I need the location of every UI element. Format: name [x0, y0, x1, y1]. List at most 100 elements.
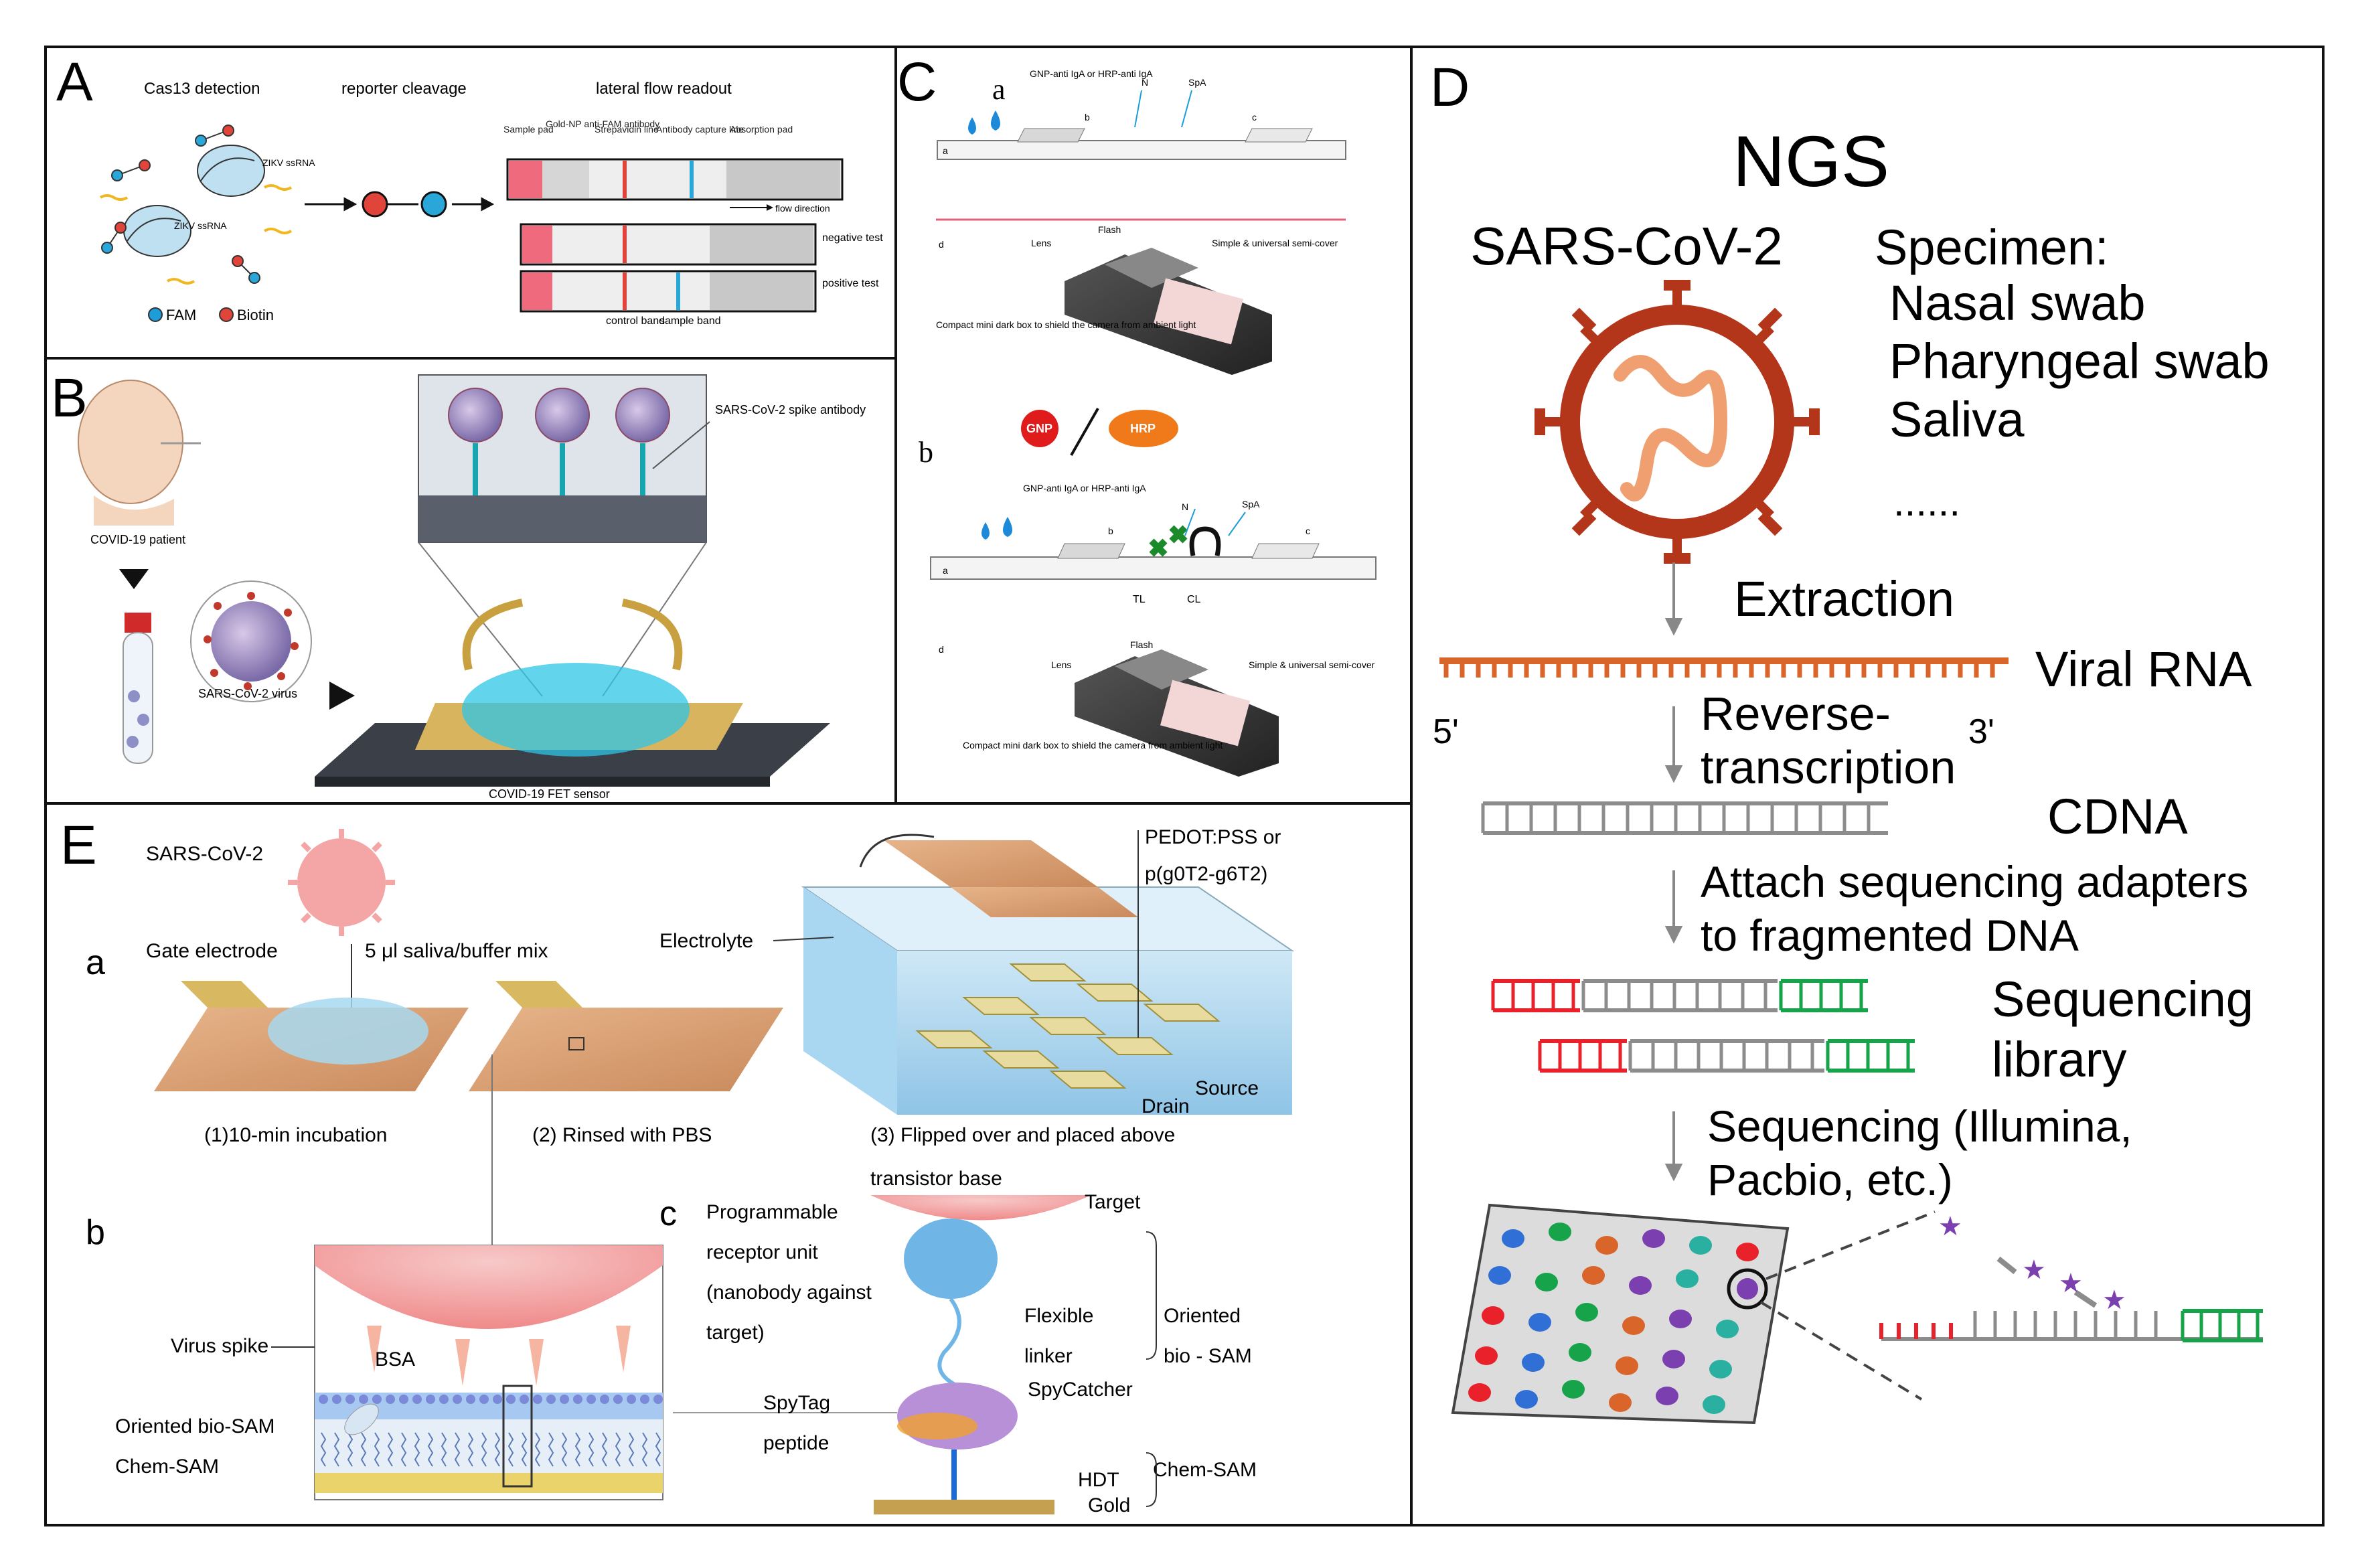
library-fragment-1	[1491, 979, 1868, 1012]
virus-magnified	[190, 580, 312, 702]
patient-head	[78, 380, 201, 526]
gnp-label-top: GNP-anti IgA or HRP-anti IgA	[1030, 68, 1153, 79]
flow-cell-cluster	[1656, 1387, 1678, 1405]
prog-label-4: target)	[706, 1322, 765, 1344]
spytag-label: SpyTag	[763, 1392, 830, 1414]
svg-text:Simple & universal semi-cover: Simple & universal semi-cover	[1249, 659, 1375, 670]
five-prime: 5'	[1433, 712, 1459, 751]
transistor-box	[801, 834, 1295, 1115]
sequencing-label-2: Pacbio, etc.)	[1707, 1155, 1953, 1204]
flow-cell-cluster	[1676, 1269, 1699, 1288]
sars-title: SARS-CoV-2	[1470, 216, 1783, 276]
flexible-label: Flexible	[1024, 1305, 1093, 1327]
attach-label-1: Attach sequencing adapters	[1701, 857, 2248, 907]
chem-sam2-label: Chem-SAM	[1153, 1459, 1257, 1481]
viral-rna-strand	[1439, 657, 2009, 678]
svg-text:Flash: Flash	[1098, 224, 1121, 235]
strip-b: N SpA a b c TL CL	[930, 499, 1377, 605]
virus-spike-label: Virus spike	[171, 1335, 268, 1357]
svg-text:Gold-NP anti-FAM antibody: Gold-NP anti-FAM antibody	[546, 119, 659, 129]
panel-d: D NGS SARS-CoV-2 Specimen: Nasal swab Ph…	[1430, 57, 2270, 1425]
svg-text:Absorption pad: Absorption pad	[730, 124, 793, 135]
step3-label-1: (3) Flipped over and placed above	[870, 1124, 1175, 1146]
flow-cell-cluster	[1609, 1393, 1632, 1412]
bio-sam2-label: bio - SAM	[1164, 1345, 1252, 1367]
svg-text:a: a	[943, 145, 948, 156]
a-header-cas13: Cas13 detection	[144, 80, 260, 98]
flow-cell-cluster	[1515, 1390, 1538, 1409]
flow-cell-cluster	[1622, 1316, 1645, 1335]
svg-text:d: d	[939, 644, 944, 655]
svg-text:★: ★	[2022, 1255, 2046, 1285]
virus-icon	[1535, 280, 1820, 564]
svg-text:a: a	[943, 565, 948, 576]
fet-sensor	[315, 599, 830, 787]
strip-labels: Sample pad Gold-NP anti-FAM antibody Str…	[503, 119, 793, 135]
panel-a: A Cas13 detection reporter cleavage late…	[56, 52, 883, 327]
a-header-lateral: lateral flow readout	[596, 80, 732, 98]
panel-c: C a GNP-anti IgA or HRP-anti IgA N SpA a…	[897, 52, 1377, 777]
svg-text:GNP-anti IgA or HRP-anti IgA: GNP-anti IgA or HRP-anti IgA	[1023, 483, 1146, 493]
nucleotide-stars: ★ ★ ★ ★	[1938, 1212, 2126, 1315]
zikv-label-2: ZIKV ssRNA	[174, 220, 227, 231]
flow-cell-cluster	[1468, 1383, 1491, 1402]
svg-text:b: b	[1108, 526, 1113, 536]
spycatcher-label: SpyCatcher	[1028, 1379, 1133, 1401]
prog-label-2: receptor unit	[706, 1241, 818, 1263]
svg-text:TL: TL	[1133, 594, 1146, 605]
extraction-label: Extraction	[1734, 571, 1954, 627]
flow-cell-cluster	[1582, 1266, 1605, 1285]
flow-direction: flow direction	[775, 203, 830, 214]
svg-text:CL: CL	[1187, 594, 1201, 605]
svg-text:★: ★	[2102, 1285, 2126, 1315]
svg-text:N: N	[1182, 501, 1188, 512]
flow-cell-cluster	[1616, 1356, 1638, 1375]
hdt-label: HDT	[1078, 1469, 1119, 1491]
flow-cell-cluster	[1488, 1266, 1511, 1285]
strip-negative: negative test	[520, 223, 883, 266]
oriented-label: Oriented	[1164, 1305, 1241, 1327]
flow-cell-cluster	[1669, 1310, 1692, 1328]
legend-fam-dot	[148, 307, 163, 322]
prog-label-3: (nanobody against	[706, 1281, 872, 1304]
e-b: b	[86, 1213, 105, 1252]
svg-text:Compact mini dark box to shiel: Compact mini dark box to shield the came…	[936, 319, 1196, 330]
legend-fam: FAM	[166, 307, 196, 323]
legend-biotin-dot	[219, 307, 234, 322]
panel-d-label: D	[1430, 57, 1470, 118]
svg-text:c: c	[1306, 526, 1310, 536]
panel-e-label: E	[60, 815, 97, 876]
e-c: c	[659, 1194, 677, 1233]
gold-label: Gold	[1088, 1494, 1130, 1516]
gate-electrode-1	[154, 981, 469, 1091]
flow-cell-cluster	[1549, 1223, 1571, 1241]
reporter-molecules	[101, 125, 260, 284]
drain-label: Drain	[1142, 1095, 1190, 1117]
panel-a-label: A	[56, 52, 93, 112]
flow-cell-cluster	[1662, 1350, 1685, 1368]
cdna-label: CDNA	[2047, 789, 2188, 844]
control-band: control band	[606, 315, 665, 327]
flow-cell-cluster	[1595, 1236, 1618, 1255]
panel-c-a: a	[992, 73, 1006, 106]
specimen-pharyngeal: Pharyngeal swab	[1889, 333, 2270, 389]
specimen-title: Specimen:	[1875, 220, 2109, 275]
cas13-complex-2: ZIKV ssRNA	[123, 205, 227, 257]
strip-a: a b c	[937, 90, 1346, 160]
bio-sam-detail	[314, 1245, 663, 1500]
flow-cell-cluster	[1642, 1229, 1665, 1248]
phone-device-1: d Lens Flash Simple & universal semi-cov…	[936, 224, 1338, 375]
covid-patient-label: COVID-19 patient	[90, 533, 185, 546]
flow-arrows	[1664, 562, 1683, 1182]
positive-label: positive test	[822, 278, 879, 289]
flow-cell-cluster	[1502, 1229, 1524, 1248]
specimen-nasal: Nasal swab	[1889, 275, 2146, 331]
svg-text:Compact mini dark box to shiel: Compact mini dark box to shield the came…	[963, 740, 1223, 751]
flow-cell-cluster	[1575, 1303, 1598, 1322]
svg-text:★: ★	[1938, 1212, 1962, 1241]
library-label-2: library	[1992, 1032, 2126, 1087]
virus-e	[288, 829, 395, 936]
cas13-complex-1: ZIKV ssRNA	[197, 145, 315, 197]
library-label-1: Sequencing	[1992, 971, 2254, 1027]
